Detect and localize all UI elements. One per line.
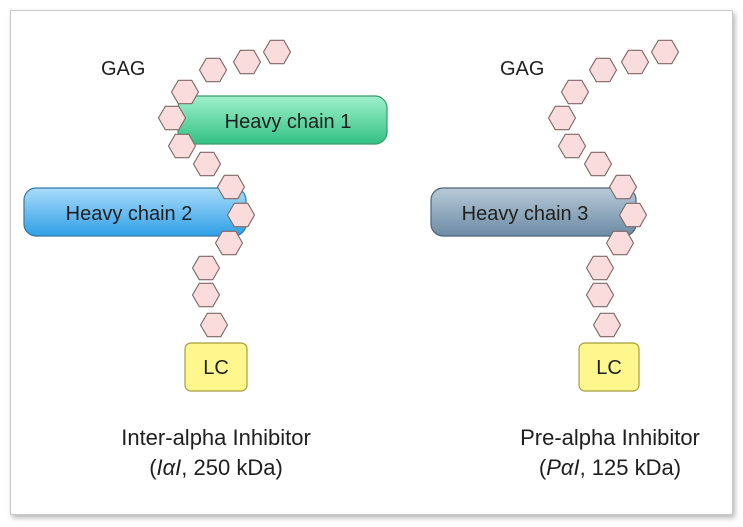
light-chain-pai: LC [578, 342, 640, 392]
pai-gag-hexagon [557, 133, 587, 159]
iai-caption-detail: (IαI, 250 kDa) [149, 455, 283, 480]
iai-gag-hexagon [226, 202, 256, 228]
iai-gag-hexagon [170, 79, 200, 105]
pai-gag-hexagon [605, 230, 635, 256]
heavy-chain-2: Heavy chain 2 [23, 187, 247, 237]
iai-caption-open: ( [149, 455, 157, 480]
heavy-chain-1-label: Heavy chain 1 [225, 111, 352, 133]
light-chain-iai-label: LC [203, 357, 229, 379]
gag-label-iai: GAG [101, 58, 145, 80]
pai-caption-name: Pre-alpha Inhibitor [520, 425, 700, 450]
heavy-chain-3: Heavy chain 3 [430, 187, 637, 237]
pai-caption-mass: , 125 kDa) [580, 455, 682, 480]
heavy-chain-2-label: Heavy chain 2 [66, 203, 193, 225]
pai-gag-hexagon [585, 282, 615, 308]
gag-chain-pai [547, 39, 680, 338]
iai-gag-hexagon [167, 133, 197, 159]
light-chain-iai-box [184, 342, 248, 392]
light-chain-iai: LC [184, 342, 248, 392]
iai-caption-name: Inter-alpha Inhibitor [121, 425, 311, 450]
light-chain-pai-label: LC [596, 357, 622, 379]
pai-gag-hexagon [650, 39, 680, 65]
pai-gag-hexagon [618, 202, 648, 228]
pai-gag-hexagon [588, 57, 618, 83]
iai-gag-hexagon [157, 105, 187, 131]
gag-label-pai: GAG [500, 58, 544, 80]
iai-gag-hexagon [192, 151, 222, 177]
iai-caption-abbrev: IαI [157, 455, 182, 480]
light-chain-pai-box [578, 342, 640, 392]
pai-gag-hexagon [620, 49, 650, 75]
pai-gag-hexagon [592, 312, 622, 338]
pai-caption-detail: (PαI, 125 kDa) [539, 455, 681, 480]
pai-molecule: Heavy chain 3 GAG LC Pre-alpha Inhibitor… [430, 39, 700, 480]
iai-gag-hexagon [191, 255, 221, 281]
iai-gag-hexagon [199, 312, 229, 338]
pai-gag-hexagon [585, 255, 615, 281]
pai-caption-abbrev: PαI [546, 455, 579, 480]
pai-gag-hexagon [583, 151, 613, 177]
pai-gag-hexagon [547, 105, 577, 131]
iai-gag-hexagon [214, 230, 244, 256]
pai-gag-hexagon [608, 174, 638, 200]
heavy-chain-1: Heavy chain 1 [177, 95, 388, 145]
figure-frame [10, 10, 733, 515]
iai-gag-hexagon [216, 174, 246, 200]
iai-gag-hexagon [232, 49, 262, 75]
iai-gag-hexagon [198, 57, 228, 83]
iai-gag-hexagon [262, 39, 292, 65]
pai-gag-hexagon [560, 79, 590, 105]
gag-chain-iai [157, 39, 292, 338]
iai-molecule: Heavy chain 1 Heavy chain 2 GAG LC Inter… [23, 39, 388, 480]
iai-gag-hexagon [191, 282, 221, 308]
pai-caption-open: ( [539, 455, 547, 480]
iai-caption-mass: , 250 kDa) [181, 455, 283, 480]
heavy-chain-3-label: Heavy chain 3 [462, 203, 589, 225]
